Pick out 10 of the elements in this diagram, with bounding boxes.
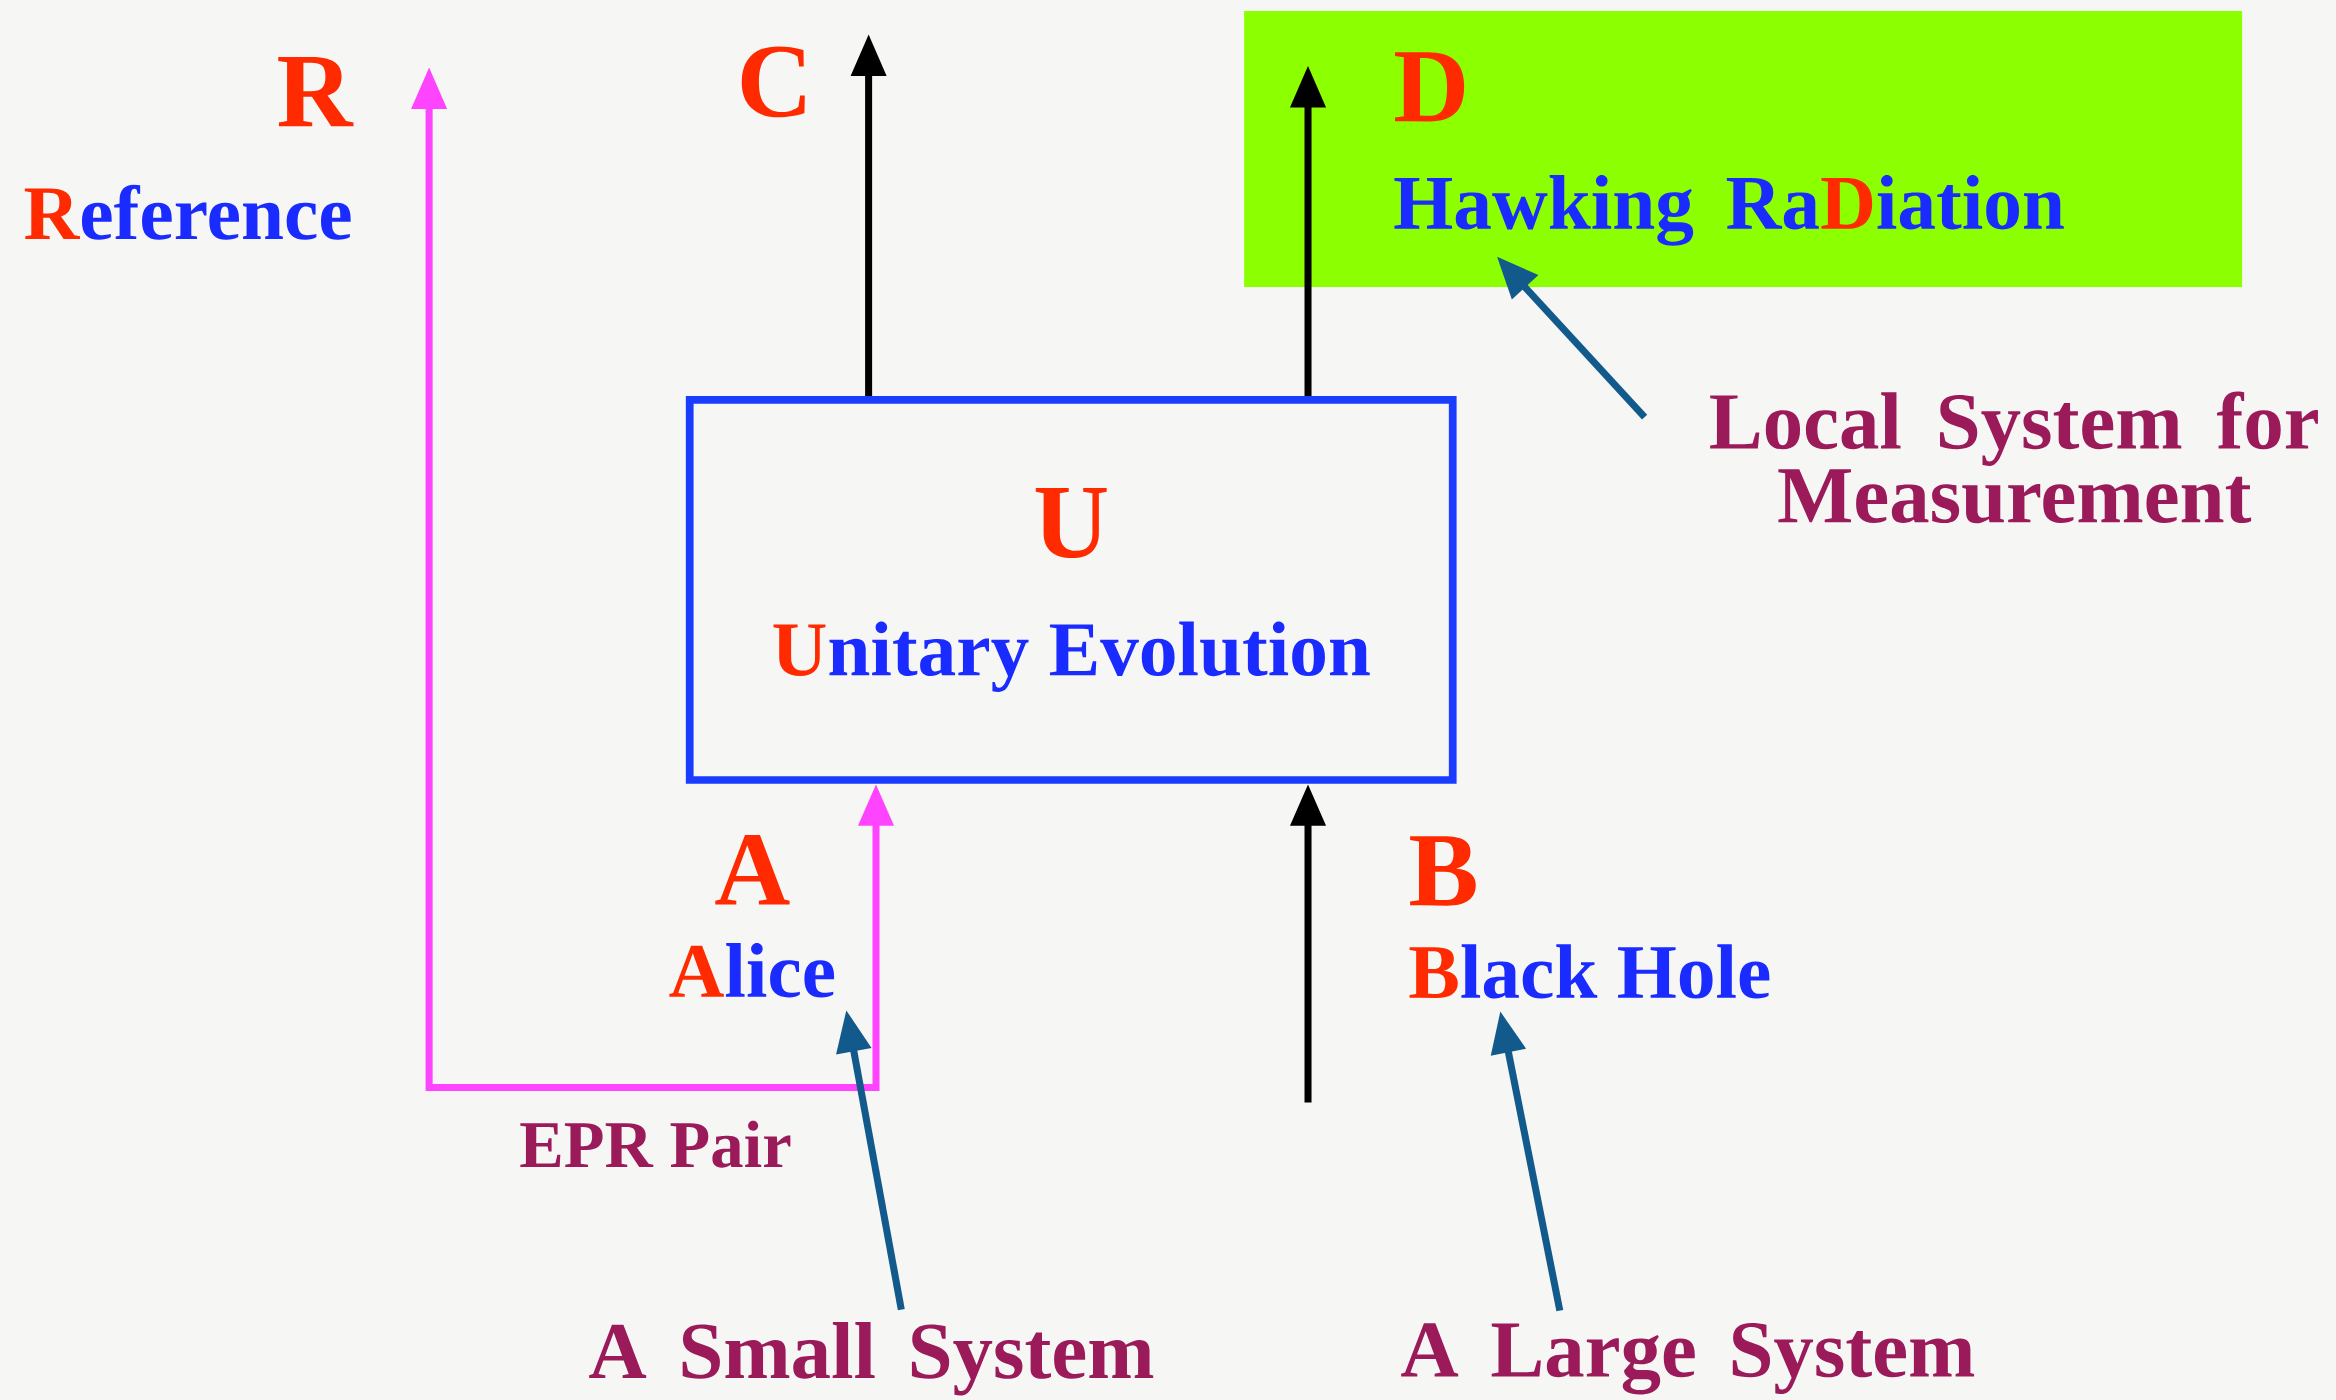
reference-label: R Reference: [24, 56, 354, 240]
unitary-box: U Unitary Evolution: [685, 395, 1457, 784]
edge-label: EPR Pair: [515, 1117, 796, 1171]
caption-text: Local System for Measurement: [1710, 391, 2318, 524]
caption-text: A Large System: [1401, 1322, 1975, 1395]
input-label: B Black Hole: [1409, 836, 1770, 999]
radiation-box: D Hawking RaDiation: [1244, 10, 2243, 287]
input-label: A Alice: [669, 834, 835, 998]
output-label: C: [741, 46, 805, 118]
caption-text: A Small System: [589, 1321, 1154, 1396]
